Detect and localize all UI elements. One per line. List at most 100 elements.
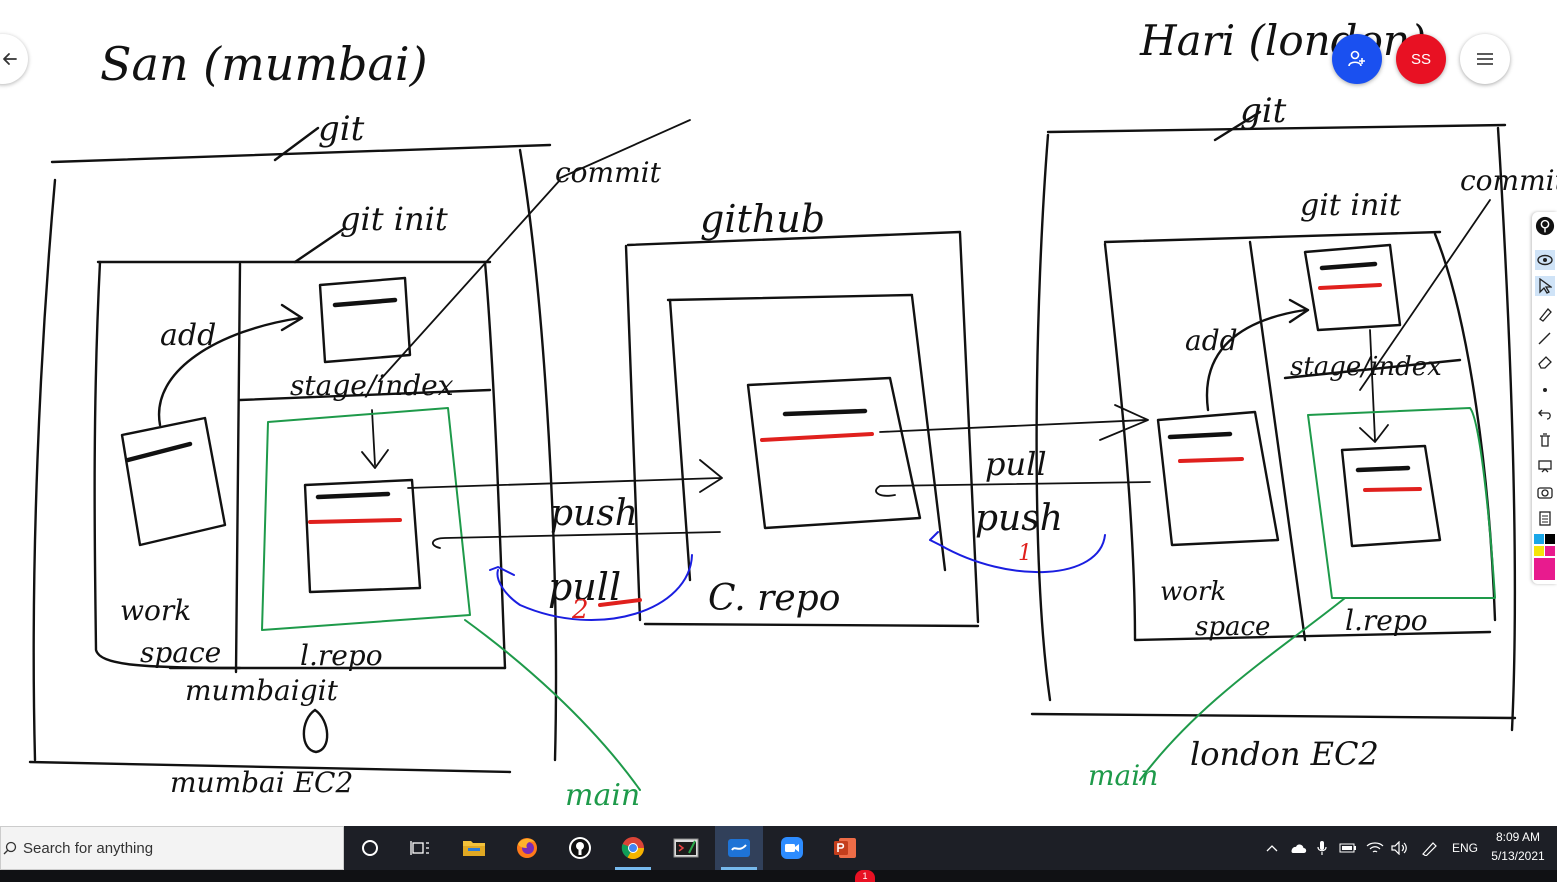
pen-tool-button[interactable] [1535, 328, 1555, 348]
github-desktop-button[interactable] [556, 826, 604, 870]
cortana-icon [362, 840, 378, 856]
left-lrepo-label: l.repo [300, 639, 383, 672]
clock[interactable]: 8:09 AM 5/13/2021 [1482, 828, 1554, 866]
right-stage-index-label: stage/index [1290, 352, 1442, 382]
chevron-up-icon [1266, 845, 1278, 852]
zoom-icon [781, 837, 803, 859]
whiteboard-app-icon [728, 839, 750, 857]
right-commit-label: commit [1460, 164, 1557, 197]
battery-icon [1339, 843, 1356, 853]
search-placeholder: Search for anything [23, 839, 154, 857]
secondary-taskbar-strip: 1 [0, 870, 1557, 882]
hamburger-menu-icon [1477, 53, 1493, 65]
file-explorer-button[interactable] [450, 826, 498, 870]
right-git-label: git [1240, 91, 1287, 131]
terminal-icon [673, 838, 699, 858]
chrome-icon [621, 837, 644, 859]
microphone-button[interactable] [1312, 826, 1332, 870]
microphone-icon [1317, 841, 1327, 855]
left-push-label: push [550, 493, 638, 534]
select-tool-button[interactable] [1535, 276, 1555, 296]
right-push-label: push [975, 498, 1063, 539]
powerpoint-button[interactable] [821, 826, 869, 870]
language-indicator[interactable]: ENG [1451, 841, 1478, 855]
volume-button[interactable] [1389, 826, 1411, 870]
trash-icon [1540, 433, 1550, 447]
pen-workspace-icon [1422, 842, 1437, 856]
zoom-button[interactable] [768, 826, 816, 870]
right-work-label: work [1160, 577, 1226, 607]
pen-workspace-button[interactable] [1418, 826, 1442, 870]
lightbulb-icon [1535, 216, 1555, 236]
undo-icon [1538, 409, 1551, 420]
delete-button[interactable] [1535, 430, 1555, 450]
cortana-button[interactable] [346, 826, 394, 870]
camera-icon [1537, 487, 1553, 499]
add-participant-button[interactable] [1332, 34, 1382, 84]
file-explorer-icon [463, 841, 485, 856]
right-main-label: main [1088, 759, 1158, 792]
left-git-label: git [318, 109, 365, 149]
pen-icon [1538, 332, 1551, 345]
clipboard-icon [1539, 511, 1551, 526]
wifi-button[interactable] [1363, 826, 1387, 870]
whiteboard-canvas[interactable]: San (mumbai) git commit git init stage/i… [0, 0, 1557, 826]
whiteboard-button[interactable] [1535, 456, 1555, 476]
mumbai-ec2-label: mumbai EC2 [170, 766, 353, 799]
right-space-label: space [1195, 612, 1270, 642]
menu-button[interactable] [1460, 34, 1510, 84]
chrome-button[interactable] [609, 826, 657, 870]
color-swatch-black[interactable] [1545, 534, 1555, 544]
left-space-label: space [140, 636, 221, 669]
task-view-icon [410, 841, 429, 855]
highlighter-icon [1539, 308, 1552, 322]
left-stage-index-label: stage/index [290, 369, 454, 402]
firefox-button[interactable] [503, 826, 551, 870]
annotation-toolbar [1532, 212, 1557, 584]
central-repo-label: C. repo [708, 578, 840, 619]
clock-time: 8:09 AM [1495, 830, 1541, 844]
add-person-icon [1348, 50, 1365, 67]
color-swatch-pink[interactable] [1534, 558, 1555, 580]
taskbar: Search for anything [0, 826, 1557, 870]
snapshot-button[interactable] [1535, 482, 1555, 502]
eye-icon [1537, 254, 1553, 266]
user-avatar[interactable]: SS [1396, 34, 1446, 84]
color-swatch-cyan[interactable] [1534, 534, 1544, 544]
left-main-label: main [565, 778, 640, 813]
color-swatch-yellow[interactable] [1534, 546, 1544, 556]
left-pull-label: pull [548, 565, 621, 609]
left-owner-label: San (mumbai) [100, 37, 428, 91]
powerpoint-icon [834, 838, 856, 858]
firefox-icon [517, 838, 537, 858]
eraser-tool-button[interactable] [1535, 352, 1555, 372]
whiteboard-drawing: San (mumbai) git commit git init stage/i… [28, 16, 1557, 813]
right-owner-label: Hari (london) [1139, 16, 1426, 65]
mumbai-git-label: mumbaigit [185, 674, 339, 707]
task-view-button[interactable] [396, 826, 444, 870]
terminal-button[interactable] [662, 826, 710, 870]
pin-tool-button[interactable] [1535, 216, 1555, 236]
right-lrepo-label: l.repo [1345, 604, 1428, 637]
view-tool-button[interactable] [1535, 250, 1555, 270]
undo-button[interactable] [1535, 404, 1555, 424]
battery-button[interactable] [1337, 826, 1359, 870]
search-icon [3, 841, 17, 855]
notes-button[interactable] [1535, 508, 1555, 528]
notification-badge: 1 [855, 870, 875, 882]
right-step-one-label: 1 [1018, 541, 1032, 566]
color-swatch-magenta[interactable] [1545, 546, 1555, 556]
github-desktop-icon [569, 837, 591, 859]
search-box[interactable]: Search for anything [0, 826, 344, 870]
left-step-two-label: 2 [571, 595, 589, 625]
cloud-icon [1291, 844, 1307, 853]
left-work-label: work [120, 594, 191, 627]
left-git-init-label: git init [340, 200, 448, 238]
whiteboard-app-button[interactable] [715, 826, 763, 870]
show-hidden-icons-button[interactable] [1262, 826, 1282, 870]
onedrive-button[interactable] [1286, 826, 1310, 870]
back-arrow-icon [3, 53, 17, 65]
dot-size-button[interactable] [1535, 380, 1555, 400]
right-git-init-label: git init [1300, 188, 1402, 223]
highlighter-tool-button[interactable] [1535, 304, 1555, 324]
